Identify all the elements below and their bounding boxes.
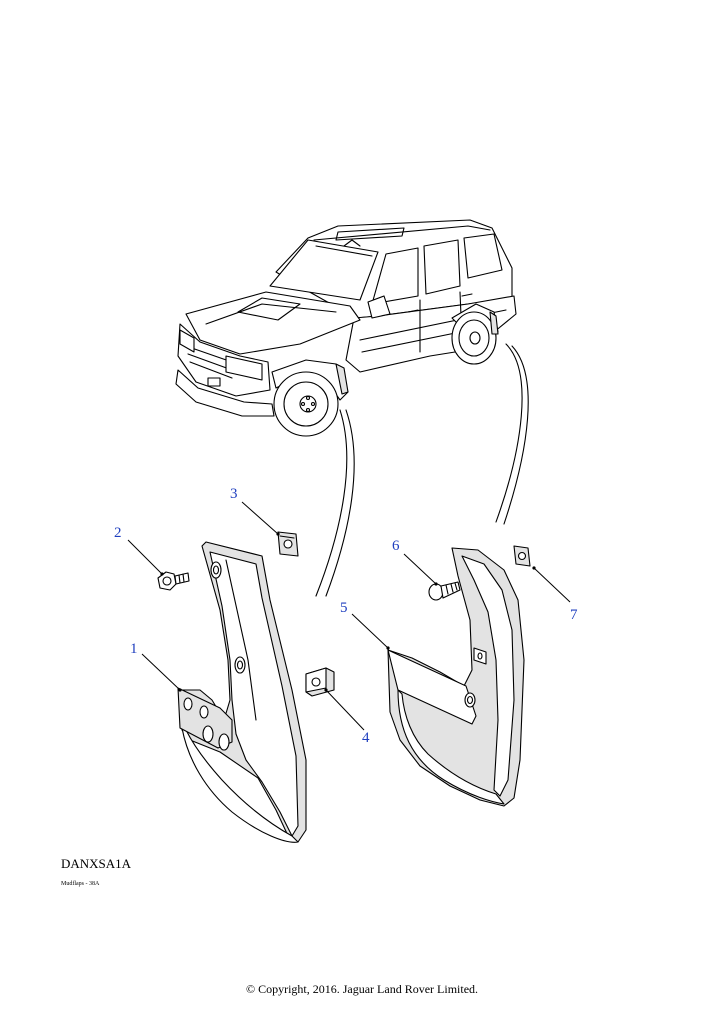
part-5-rear-mudflap (387, 547, 525, 807)
part-7-clip-nut (513, 545, 531, 567)
callout-4: 4 (362, 730, 370, 746)
part-2-screw (157, 571, 190, 591)
callout-1: 1 (130, 641, 138, 657)
part-1-front-mudflap (177, 541, 307, 843)
part-4-spire-nut (305, 667, 335, 697)
callout-7: 7 (570, 607, 578, 623)
vehicle-illustration (175, 219, 517, 437)
part-3-clip-nut (277, 531, 299, 557)
part-6-screw (428, 581, 461, 601)
callout-numbers: 1 2 3 4 5 6 7 (114, 486, 578, 746)
callout-6: 6 (392, 538, 400, 554)
callout-2: 2 (114, 525, 122, 541)
callout-3: 3 (230, 486, 238, 502)
diagram-code: DANXSA1A (61, 856, 132, 871)
copyright-notice: © Copyright, 2016. Jaguar Land Rover Lim… (245, 982, 479, 996)
callout-5: 5 (340, 600, 348, 616)
guide-lines (315, 343, 529, 597)
leader-lines (127, 501, 571, 731)
diagram-subtitle: Mudflaps - 38A (61, 881, 100, 887)
